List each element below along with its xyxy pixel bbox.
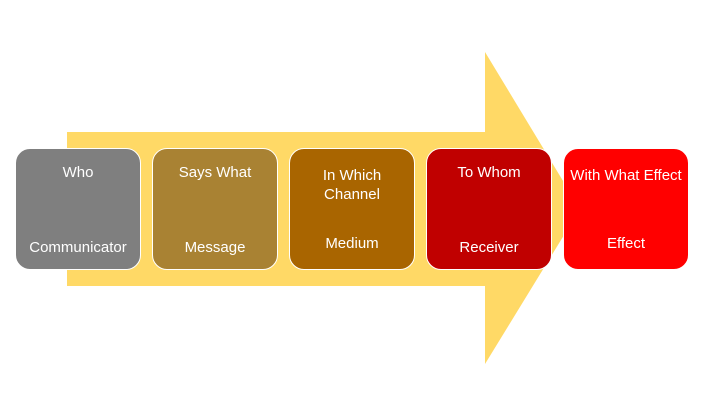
step-to-whom: To Whom Receiver [426, 148, 552, 270]
step-who: Who Communicator [15, 148, 141, 270]
step-role: Message [184, 239, 246, 256]
step-question: Who [62, 164, 94, 181]
step-role: Communicator [29, 239, 127, 256]
step-says-what: Says What Message [152, 148, 278, 270]
step-question: With What Effect [570, 167, 682, 184]
step-question: In Which Channel [322, 167, 382, 203]
step-with-what-effect: With What Effect Effect [563, 148, 689, 270]
step-in-which-channel: In Which Channel Medium [289, 148, 415, 270]
step-role: Effect [606, 235, 646, 252]
step-question: Says What [178, 164, 252, 181]
step-question: To Whom [457, 164, 521, 181]
step-role: Receiver [459, 239, 519, 256]
step-role: Medium [325, 235, 379, 252]
